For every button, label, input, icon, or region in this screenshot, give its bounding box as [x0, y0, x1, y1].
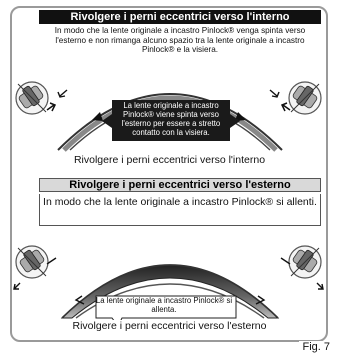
top-callout-box	[102, 100, 240, 141]
inward-caption: Rivolgere i perni eccentrici verso l'int…	[15, 154, 324, 166]
outward-section: Rivolgere i perni eccentrici verso l'est…	[15, 178, 324, 338]
bottom-left-pin-zoom	[13, 245, 57, 290]
inward-section: Rivolgere i perni eccentrici verso l'int…	[15, 10, 324, 168]
outward-title: Rivolgere i perni eccentrici verso l'est…	[39, 178, 321, 192]
figure-frame	[10, 6, 328, 342]
outward-caption: Rivolgere i perni eccentrici verso l'est…	[15, 320, 324, 332]
inward-description: In modo che la lente originale a incastr…	[54, 26, 306, 54]
bottom-outward-arrows	[74, 295, 266, 305]
top-left-pin-zoom	[15, 81, 68, 115]
outward-callout-text: La lente originale a incastro Pinlock® s…	[95, 296, 233, 314]
inward-callout-text: La lente originale a incastro Pinlock® v…	[121, 101, 221, 137]
top-right-pin-zoom	[269, 81, 322, 115]
bottom-right-pin-zoom	[280, 245, 324, 290]
figure-label: Fig. 7	[299, 341, 333, 354]
outward-description: In modo che la lente originale a incastr…	[39, 194, 321, 226]
top-inward-arrows	[92, 112, 246, 121]
inward-title: Rivolgere i perni eccentrici verso l'int…	[39, 10, 321, 24]
